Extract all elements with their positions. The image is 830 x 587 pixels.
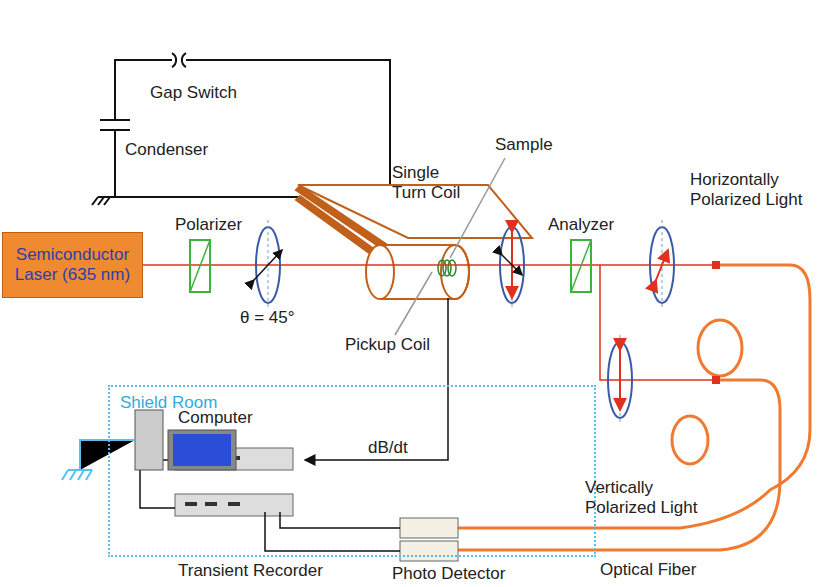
single-turn-coil: [296, 185, 532, 299]
axis-line: [268, 220, 662, 425]
part-label: Gap Switch: [150, 83, 237, 103]
sample-coil: [438, 260, 456, 276]
part-label: Optical Fiber: [600, 560, 696, 580]
leader-line: [450, 158, 505, 258]
part-label: Vertically Polarized Light: [585, 478, 720, 518]
part-label: Transient Recorder: [178, 561, 323, 581]
leader-line: [395, 272, 432, 335]
signal-wire: [140, 298, 448, 551]
ground-symbol: [62, 440, 135, 480]
polarization-plane: [256, 227, 674, 418]
part-label: dB/dt: [368, 438, 408, 458]
analyzer: [571, 240, 591, 292]
photo-detector: [400, 518, 458, 561]
part-label: Pickup Coil: [345, 335, 430, 355]
part-label: Photo Detector: [392, 564, 505, 584]
part-label: Sample: [495, 135, 553, 155]
part-label: Single Turn Coil: [392, 163, 474, 203]
laser-beam: [143, 265, 712, 380]
part-label: Computer: [178, 408, 253, 428]
part-label: Analyzer: [548, 215, 614, 235]
laser-box: Semiconductor Laser (635 nm): [2, 232, 143, 298]
part-label: Condenser: [125, 140, 208, 160]
part-label: Polarizer: [175, 215, 242, 235]
optical-fiber: [458, 265, 810, 550]
discharge-circuit: [92, 53, 390, 205]
node-text: Semiconductor Laser (635 nm): [7, 245, 138, 285]
part-label: θ = 45°: [240, 308, 295, 328]
polarizer: [190, 240, 210, 292]
part-label: Horizontally Polarized Light: [690, 170, 820, 210]
